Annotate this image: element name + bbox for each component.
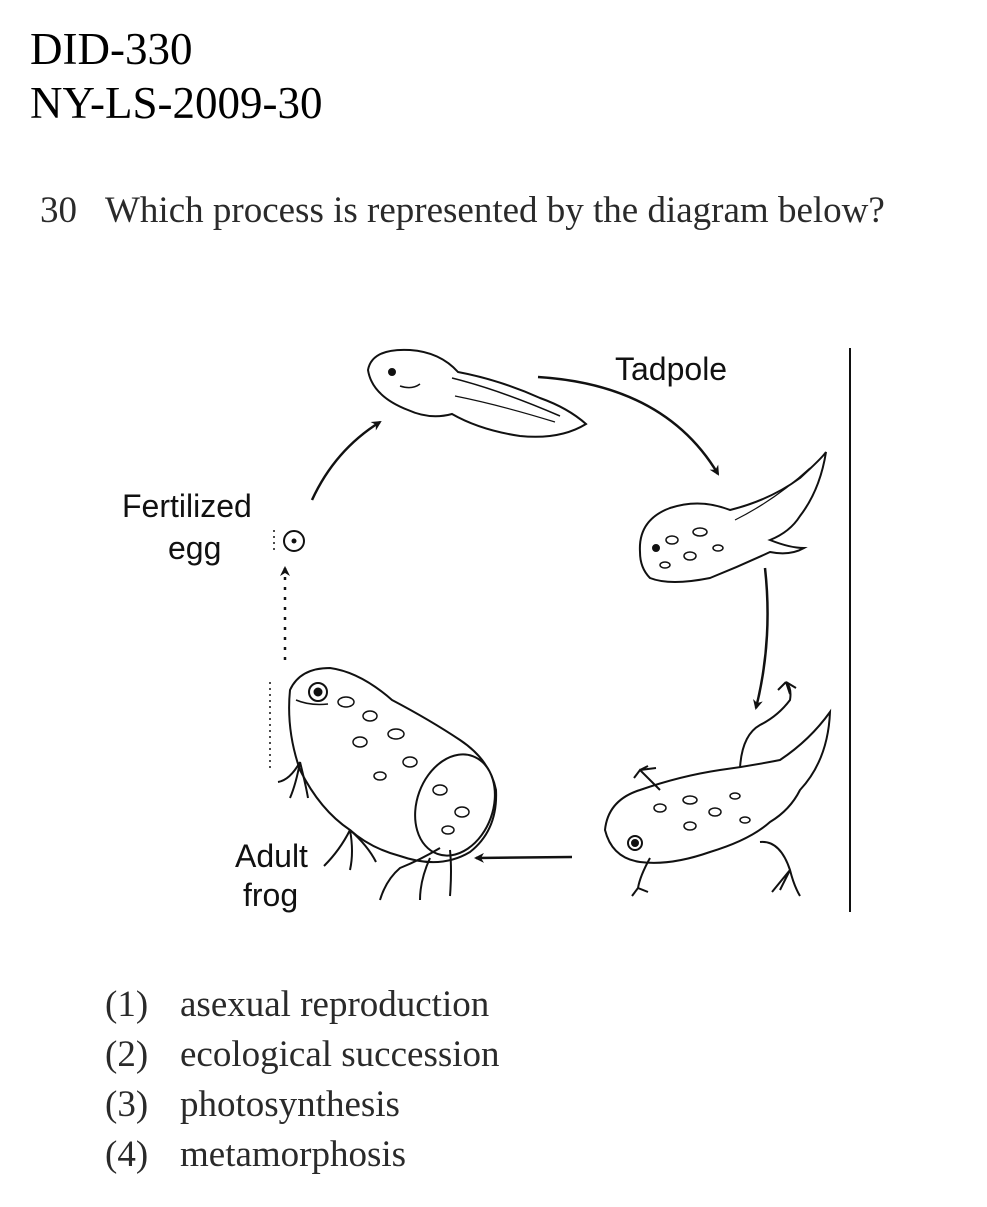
tadpole-label: Tadpole bbox=[615, 351, 727, 387]
frog-life-cycle-diagram: Tadpole Fertilized egg Adult frog bbox=[122, 348, 851, 913]
fertilized-egg-icon bbox=[273, 530, 305, 552]
legged-tadpole-icon bbox=[638, 451, 827, 583]
source-id: NY-LS-2009-30 bbox=[30, 78, 323, 128]
choice-2[interactable]: (2) ecological succession bbox=[105, 1030, 500, 1080]
question-number: 30 bbox=[40, 190, 77, 231]
adult-frog-label-line1: Adult bbox=[235, 838, 308, 874]
tadpole-icon bbox=[366, 348, 588, 438]
choice-text: asexual reproduction bbox=[180, 984, 490, 1025]
question-text: Which process is represented by the diag… bbox=[105, 190, 885, 231]
choice-text: ecological succession bbox=[180, 1034, 500, 1075]
choice-number: (2) bbox=[105, 1034, 149, 1075]
arrow-legged-tadpole-to-froglet bbox=[753, 567, 769, 710]
choice-3[interactable]: (3) photosynthesis bbox=[105, 1080, 500, 1130]
choice-4[interactable]: (4) metamorphosis bbox=[105, 1130, 500, 1180]
choice-number: (1) bbox=[105, 984, 149, 1025]
fertilized-egg-label-line2: egg bbox=[168, 530, 221, 566]
adult-frog-icon bbox=[277, 666, 498, 901]
choice-text: photosynthesis bbox=[180, 1084, 400, 1125]
choice-1[interactable]: (1) asexual reproduction bbox=[105, 980, 500, 1030]
fertilized-egg-label-line1: Fertilized bbox=[122, 488, 252, 524]
document-id: DID-330 bbox=[30, 24, 193, 74]
choice-number: (3) bbox=[105, 1084, 149, 1125]
adult-frog-label-line2: frog bbox=[243, 877, 298, 913]
arrow-egg-to-tadpole bbox=[310, 420, 382, 501]
answer-choices: (1) asexual reproduction (2) ecological … bbox=[105, 980, 500, 1180]
choice-number: (4) bbox=[105, 1134, 149, 1175]
arrow-tadpole-to-legged-tadpole bbox=[537, 375, 720, 476]
froglet-icon bbox=[603, 681, 832, 897]
arrow-froglet-to-adult bbox=[474, 852, 573, 863]
document-header: DID-330 NY-LS-2009-30 bbox=[30, 22, 322, 130]
choice-text: metamorphosis bbox=[180, 1134, 407, 1175]
